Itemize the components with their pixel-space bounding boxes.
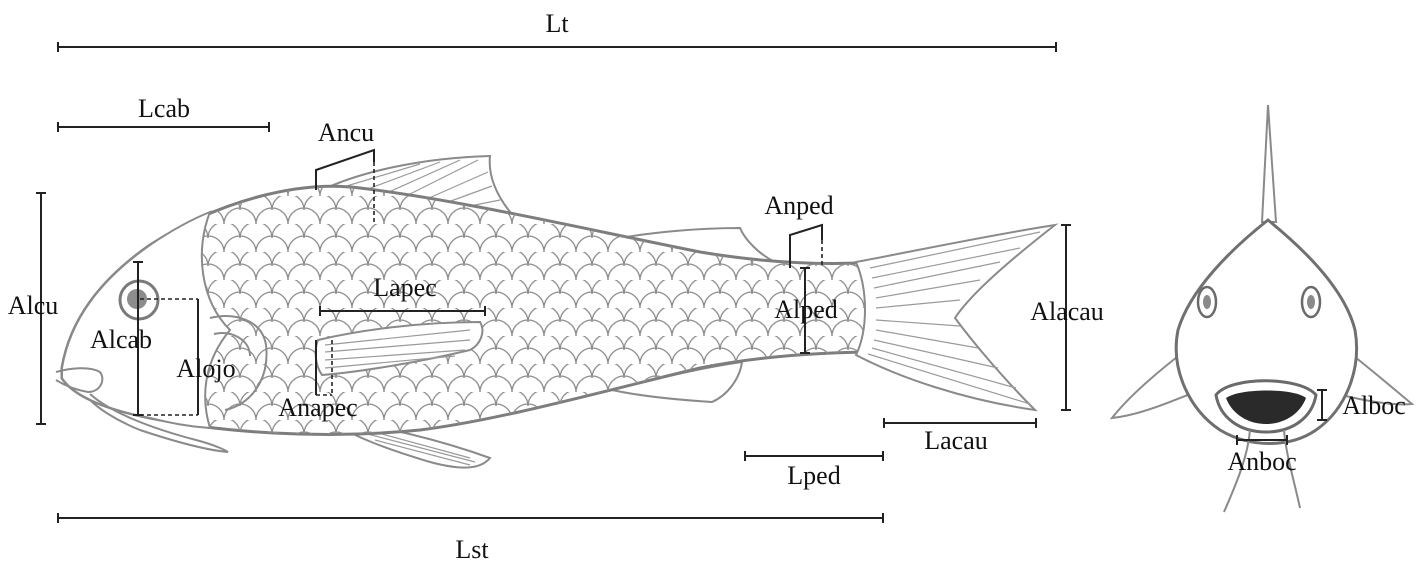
label-lcab: Lcab [138, 94, 190, 123]
label-lt: Lt [545, 9, 569, 38]
label-lapec: Lapec [373, 273, 437, 302]
label-alacau: Alacau [1030, 297, 1104, 326]
label-alojo: Alojo [176, 354, 235, 383]
label-anped: Anped [764, 191, 833, 220]
label-alped: Alped [774, 295, 838, 324]
label-alcu: Alcu [8, 291, 59, 320]
label-ancu: Ancu [318, 118, 374, 147]
label-anapec: Anapec [278, 393, 357, 422]
label-lst: Lst [455, 535, 489, 562]
caudal-fin [856, 225, 1055, 410]
label-lacau: Lacau [924, 426, 988, 455]
label-alcab: Alcab [90, 325, 152, 354]
label-anboc: Anboc [1227, 447, 1296, 476]
label-lped: Lped [787, 461, 840, 490]
front-dorsal-fin [1262, 105, 1276, 222]
label-alboc: Alboc [1342, 391, 1406, 420]
fish-side-view-illustration [56, 156, 1055, 468]
